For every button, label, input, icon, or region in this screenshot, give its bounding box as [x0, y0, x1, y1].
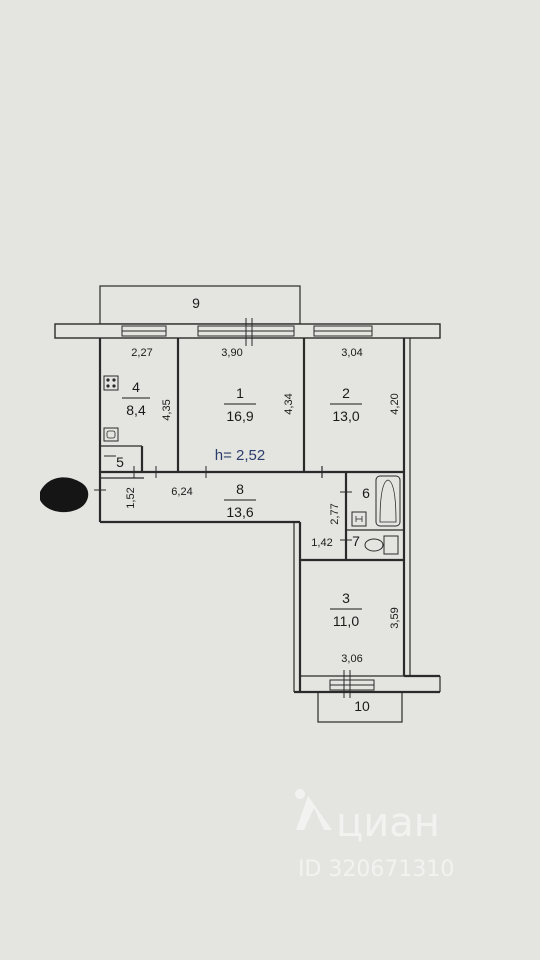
dim-kitchen-depth: 4,35: [161, 399, 173, 420]
balcony-9: [99, 285, 301, 325]
svg-text:циан: циан: [336, 800, 440, 846]
dim-room3-width: 3,06: [341, 653, 362, 665]
bathtub-icon: [375, 475, 401, 527]
stove-icon: [103, 375, 119, 391]
dim-room3-depth: 3,59: [389, 607, 401, 628]
svg-text:8: 8: [236, 481, 244, 497]
dim-hall-depth: 1,52: [125, 487, 137, 508]
dim-room2-depth: 4,20: [389, 393, 401, 414]
room-label-2: 2 13,0: [330, 385, 362, 424]
room-label-5: 5: [116, 454, 124, 470]
dim-room2-width: 3,04: [341, 347, 362, 359]
svg-text:16,9: 16,9: [226, 408, 253, 424]
room-label-1: 1 16,9: [224, 385, 256, 424]
watermark: циан ID 320671310: [295, 789, 454, 882]
svg-text:8,4: 8,4: [126, 402, 146, 418]
ceiling-height: h= 2,52: [215, 447, 265, 464]
dim-hall-length: 6,24: [171, 486, 192, 498]
svg-text:2: 2: [342, 385, 350, 401]
washbasin-icon: [351, 511, 367, 527]
dim-room1-width: 3,90: [221, 347, 242, 359]
toilet-icon: [364, 535, 399, 555]
dim-room1-depth: 4,34: [283, 393, 295, 414]
windows-bottom: [329, 670, 375, 698]
dim-corridor-width: 1,42: [311, 537, 332, 549]
sink-icon: [103, 427, 119, 442]
dim-corridor-length: 2,77: [329, 503, 341, 524]
room-label-6: 6: [362, 485, 370, 501]
svg-text:4: 4: [132, 379, 140, 395]
balcony-10: [317, 691, 403, 723]
room-label-10: 10: [354, 698, 370, 714]
room-label-8: 8 13,6: [224, 481, 256, 520]
svg-text:3: 3: [342, 590, 350, 606]
door-marks: [94, 455, 352, 541]
svg-text:13,6: 13,6: [226, 504, 253, 520]
room-label-4: 4 8,4: [122, 379, 150, 418]
cian-logo-icon: [295, 789, 332, 830]
svg-text:1: 1: [236, 385, 244, 401]
svg-text:11,0: 11,0: [333, 613, 359, 629]
dim-kitchen-width: 2,27: [131, 347, 152, 359]
room-label-3: 3 11,0: [330, 590, 362, 629]
room-label-7: 7: [352, 533, 360, 549]
room-label-9: 9: [192, 295, 200, 311]
svg-text:13,0: 13,0: [332, 408, 359, 424]
svg-text:ID 320671310: ID 320671310: [298, 857, 454, 882]
walls: [98, 338, 441, 694]
entrance-mark: [40, 477, 89, 513]
windows-top: [121, 318, 373, 346]
